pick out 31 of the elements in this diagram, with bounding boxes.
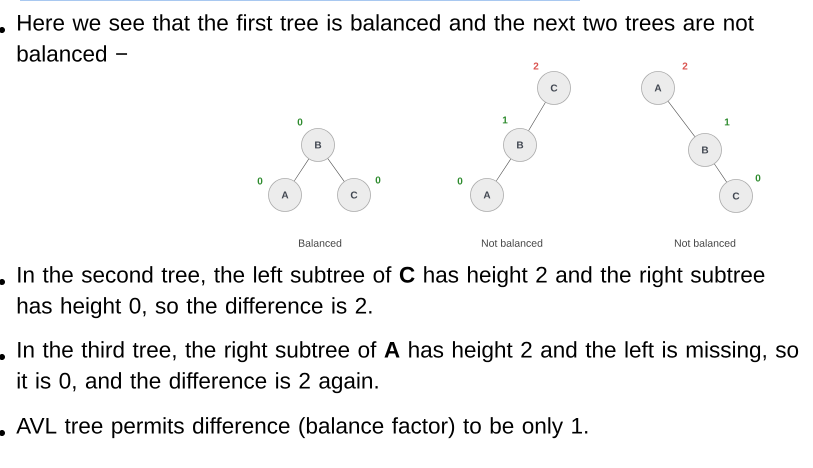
tree-caption: Not balanced	[482, 239, 542, 247]
bullet-text: In the second tree, the left subtree of C has height 2 and the right subtree has height 0, so the difference is 2.	[18, 266, 764, 318]
bullet-text: AVL tree permits difference (balance factor) to be only 1.	[16, 417, 588, 438]
balance-factor: 0	[756, 174, 760, 182]
balance-factor: 1	[502, 116, 508, 124]
bullet-text: Here we see that the first tree is balanced and the next two trees are not balanced −	[18, 14, 754, 62]
tree-node: B	[503, 128, 537, 162]
tree-node: A	[268, 178, 302, 212]
balance-factor: 2	[682, 62, 688, 70]
tree-node: B	[301, 128, 335, 162]
tree-node: A	[641, 71, 675, 105]
tree-node: C	[337, 178, 371, 212]
tree-edge	[496, 158, 511, 182]
tree-caption: Not balanced	[674, 239, 736, 247]
tree-edge	[714, 164, 727, 182]
tree-edge	[294, 158, 309, 182]
balance-factor: 0	[298, 118, 302, 126]
balance-factor: 0	[458, 177, 462, 185]
tree-edge	[328, 158, 344, 182]
tree-edge	[668, 101, 696, 137]
tree-node: C	[537, 71, 571, 105]
balance-factor: 0	[376, 176, 380, 184]
tree-node: B	[688, 133, 722, 167]
tree-node: A	[470, 178, 504, 212]
tree-caption: Balanced	[298, 239, 342, 247]
bullet-text: In the third tree, the right subtree of A has height 2 and the left is missing, so it is 0, and the difference is 2 again.	[18, 341, 798, 394]
balance-factor: 2	[534, 62, 538, 70]
balance-factor: 0	[258, 177, 262, 185]
balance-factor: 1	[724, 118, 730, 126]
tree-edge	[528, 102, 546, 131]
tree-node: C	[719, 179, 753, 213]
